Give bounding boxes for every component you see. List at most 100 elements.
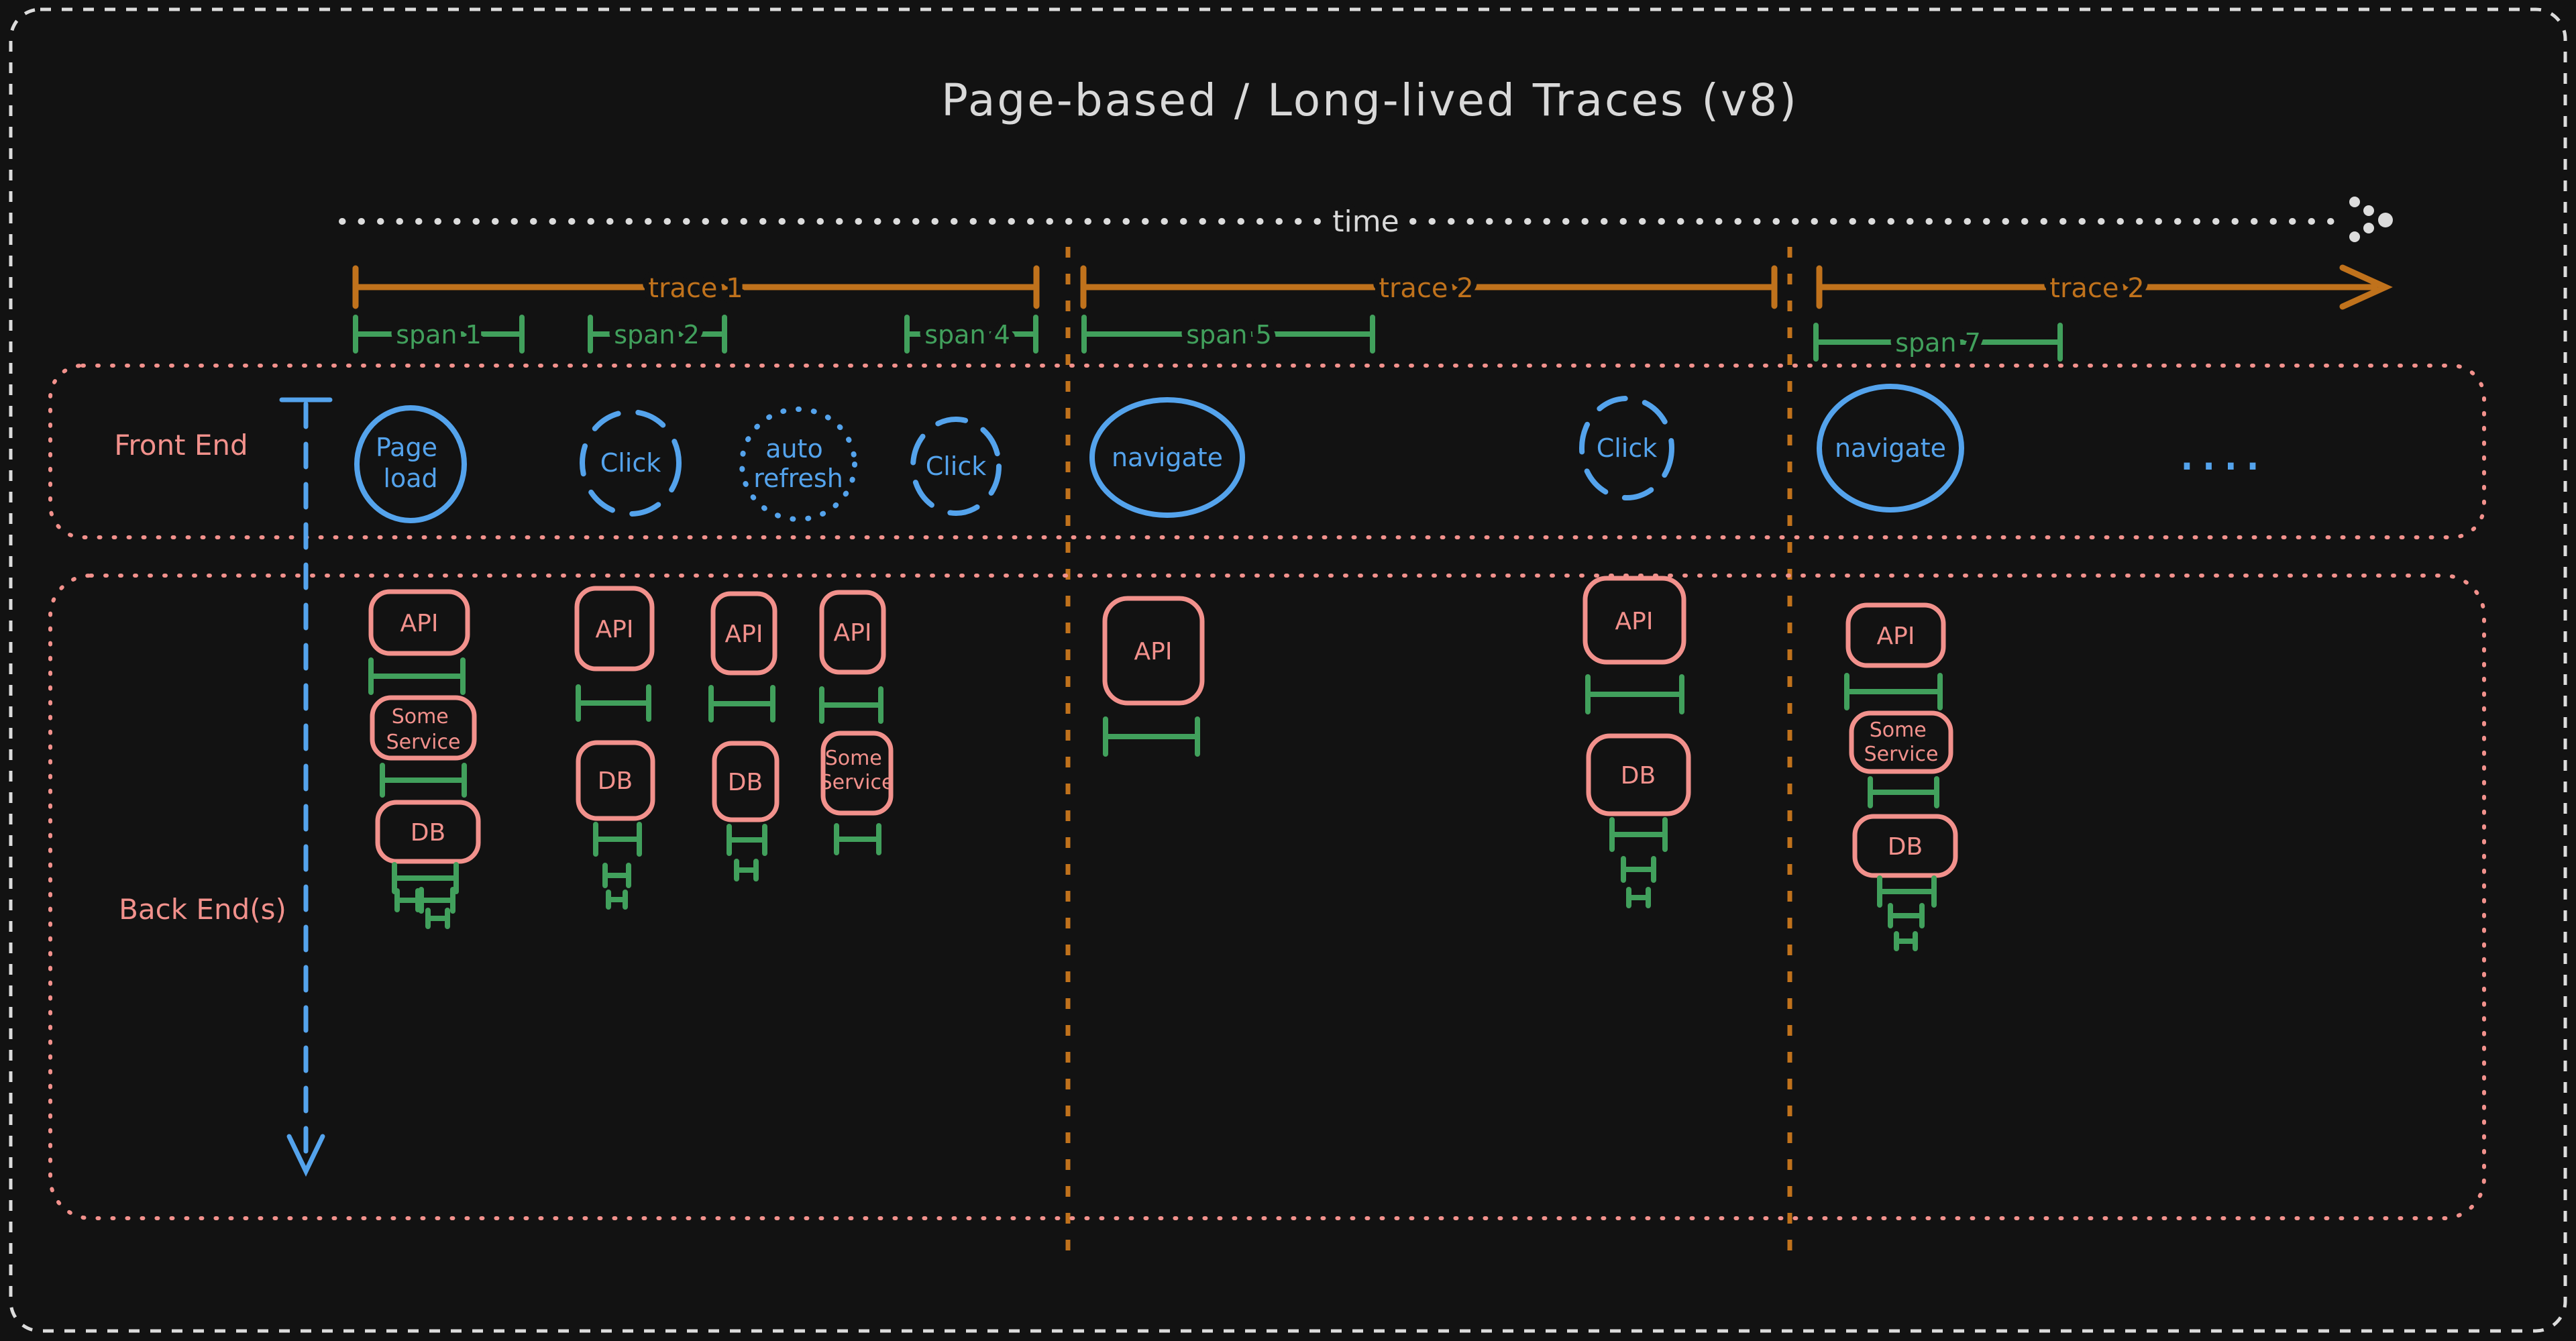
span-bracket bbox=[1844, 673, 1943, 710]
more-events-ellipsis: .... bbox=[2178, 417, 2266, 483]
span-4-bracket bbox=[904, 315, 1038, 354]
span-7-bracket bbox=[1813, 323, 2063, 362]
event-navigate-1: navigate bbox=[1089, 397, 1245, 518]
event-navigate-2: navigate bbox=[1817, 384, 1964, 513]
span-bracket bbox=[1585, 674, 1684, 714]
db-box bbox=[375, 800, 481, 864]
span-bracket bbox=[1868, 776, 1939, 808]
db-box bbox=[576, 740, 655, 821]
span-bracket bbox=[727, 824, 767, 856]
span-7-label: span 7 bbox=[1895, 328, 1981, 358]
api-label: API bbox=[834, 619, 872, 647]
api-label: API bbox=[1615, 608, 1654, 635]
time-arrowhead-icon bbox=[2349, 197, 2393, 242]
api-box bbox=[1102, 596, 1205, 706]
span-bracket bbox=[419, 887, 455, 914]
span-bracket bbox=[1626, 887, 1651, 908]
backend-column-3: API DB bbox=[708, 591, 780, 881]
trace-2-bar: trace 2 bbox=[1080, 265, 1778, 310]
span-bracket bbox=[1888, 903, 1925, 928]
click-circle bbox=[1579, 396, 1674, 500]
click-label: Click bbox=[926, 451, 987, 481]
span-1-label: span 1 bbox=[396, 320, 482, 350]
span-bracket bbox=[394, 888, 421, 912]
time-guide-arrow bbox=[279, 397, 333, 1177]
span-5-bracket bbox=[1081, 315, 1375, 354]
db-label: DB bbox=[1888, 833, 1923, 861]
db-label: DB bbox=[728, 769, 763, 796]
api-box bbox=[1845, 602, 1946, 668]
span-bracket bbox=[606, 890, 628, 910]
trace-2-label: trace 2 bbox=[1379, 273, 1473, 304]
span-bracket bbox=[1877, 875, 1937, 908]
auto-refresh-circle bbox=[739, 407, 857, 522]
span-bracket bbox=[368, 657, 466, 695]
click-label: Click bbox=[600, 448, 661, 478]
span-bracket bbox=[708, 685, 775, 722]
trace-1-bar: trace 1 bbox=[352, 265, 1040, 310]
backend-column-4: API Some Service bbox=[819, 590, 894, 855]
backend-column-1: API Some Service DB bbox=[368, 589, 481, 929]
backend-column-6: API DB bbox=[1582, 576, 1691, 908]
api-box bbox=[368, 589, 470, 656]
backend-column-7: API Some Service DB bbox=[1844, 602, 1958, 951]
trace-3-bar: trace 2 bbox=[1816, 264, 2393, 310]
span-bracket bbox=[1621, 856, 1656, 883]
navigate-circle bbox=[1817, 384, 1964, 513]
span-bracket bbox=[602, 863, 631, 888]
some-service-label: Some Service bbox=[386, 705, 461, 754]
api-label: API bbox=[1134, 638, 1173, 665]
backend-column-2: API DB bbox=[574, 586, 655, 910]
api-box bbox=[710, 591, 777, 676]
trace-3-line-arrow bbox=[1816, 264, 2393, 310]
span-bracket bbox=[392, 862, 459, 894]
span-1-bracket bbox=[353, 315, 525, 354]
span-bracket bbox=[593, 822, 642, 857]
span-bracket bbox=[834, 823, 881, 855]
trace-2-line bbox=[1080, 265, 1778, 309]
api-label: API bbox=[596, 616, 634, 643]
db-label: DB bbox=[411, 819, 445, 847]
span-bars: span 1 span 2 span 4 span 5 span 7 bbox=[353, 314, 2063, 364]
front-end-lane-border bbox=[48, 364, 2486, 539]
navigate-circle bbox=[1089, 397, 1245, 518]
page-title: Page-based / Long-lived Traces (v8) bbox=[941, 74, 1799, 126]
span-5-label: span 5 bbox=[1186, 320, 1272, 350]
front-end-lane-label: Front End bbox=[114, 429, 248, 462]
db-box bbox=[1586, 733, 1691, 816]
outer-border bbox=[9, 7, 2567, 1333]
span-bracket bbox=[734, 859, 759, 881]
event-page-load: Page load bbox=[354, 405, 467, 523]
navigate-label: navigate bbox=[1835, 433, 1946, 463]
api-label: API bbox=[1877, 623, 1915, 650]
click-circle bbox=[580, 409, 682, 517]
back-end-lane-border bbox=[48, 574, 2486, 1220]
span-bracket bbox=[1103, 716, 1200, 757]
span-bracket bbox=[819, 686, 883, 724]
some-service-box bbox=[820, 731, 894, 816]
click-label: Click bbox=[1597, 433, 1658, 463]
span-bracket bbox=[425, 908, 450, 929]
span-bracket bbox=[380, 763, 467, 798]
api-label: API bbox=[725, 621, 763, 648]
span-bracket bbox=[576, 684, 651, 722]
some-service-label: Some Service bbox=[820, 747, 894, 794]
some-service-label: Some Service bbox=[1864, 718, 1939, 766]
navigate-label: navigate bbox=[1112, 443, 1223, 472]
trace-1-label: trace 1 bbox=[648, 273, 743, 304]
event-click-1: Click bbox=[580, 409, 682, 517]
event-auto-refresh: auto refresh bbox=[739, 407, 857, 522]
api-label: API bbox=[400, 610, 439, 637]
time-label: time bbox=[1332, 205, 1399, 239]
db-label: DB bbox=[1621, 762, 1656, 790]
page-load-circle bbox=[354, 405, 467, 523]
click-circle bbox=[910, 417, 1002, 516]
trace-3-label: trace 2 bbox=[2049, 273, 2144, 304]
span-bracket bbox=[1894, 931, 1918, 951]
span-bracket bbox=[1609, 817, 1668, 852]
auto-refresh-label: auto refresh bbox=[753, 434, 843, 493]
span-2-bracket bbox=[588, 315, 727, 354]
some-service-box bbox=[370, 695, 477, 761]
db-box bbox=[1852, 814, 1958, 878]
